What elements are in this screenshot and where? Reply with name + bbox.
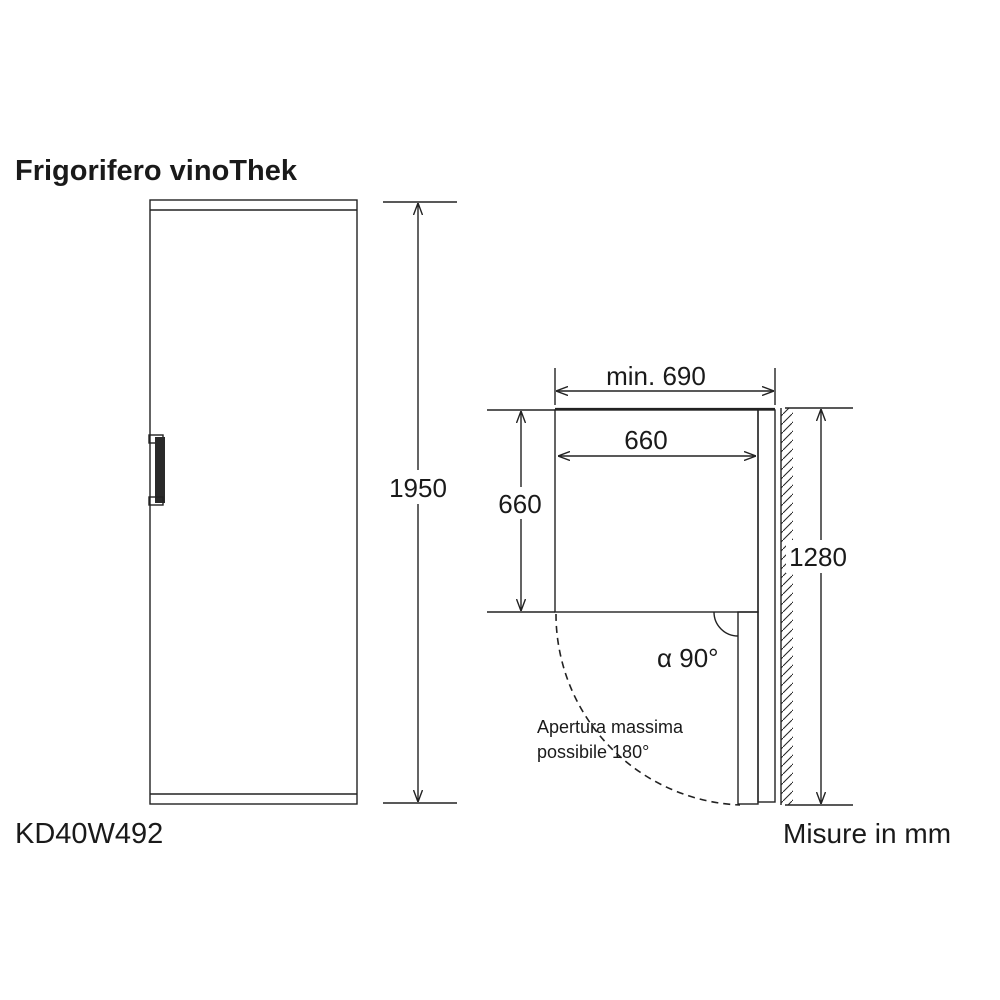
fridge-front-outline bbox=[149, 199, 358, 805]
wall-hatching bbox=[781, 408, 793, 805]
top-view: min. 690 660 660 1280 α 90° Apertura mas… bbox=[487, 361, 853, 806]
door-angle-label: α 90° bbox=[657, 643, 719, 673]
units-note: Misure in mm bbox=[783, 818, 951, 849]
door-handle bbox=[148, 434, 165, 506]
max-opening-note-line2: possibile 180° bbox=[537, 742, 649, 762]
side-panel bbox=[757, 409, 776, 803]
total-width-label: min. 690 bbox=[606, 361, 706, 391]
height-label: 1950 bbox=[389, 473, 447, 503]
niche-label-bg bbox=[786, 540, 852, 573]
model-number: KD40W492 bbox=[15, 818, 163, 850]
open-door-90 bbox=[737, 611, 759, 805]
max-opening-note-line1: Apertura massima bbox=[537, 717, 684, 737]
front-view: 1950 bbox=[148, 199, 457, 805]
body-width-label: 660 bbox=[624, 425, 667, 455]
door-swing-arc bbox=[555, 613, 741, 806]
body-depth-label: 660 bbox=[498, 489, 541, 519]
body-depth-label-bg bbox=[494, 487, 548, 519]
niche-label: 1280 bbox=[789, 542, 847, 572]
angle-arc bbox=[713, 611, 739, 637]
page-title: Frigorifero vinoThek bbox=[15, 155, 298, 187]
height-label-bg bbox=[386, 470, 450, 504]
